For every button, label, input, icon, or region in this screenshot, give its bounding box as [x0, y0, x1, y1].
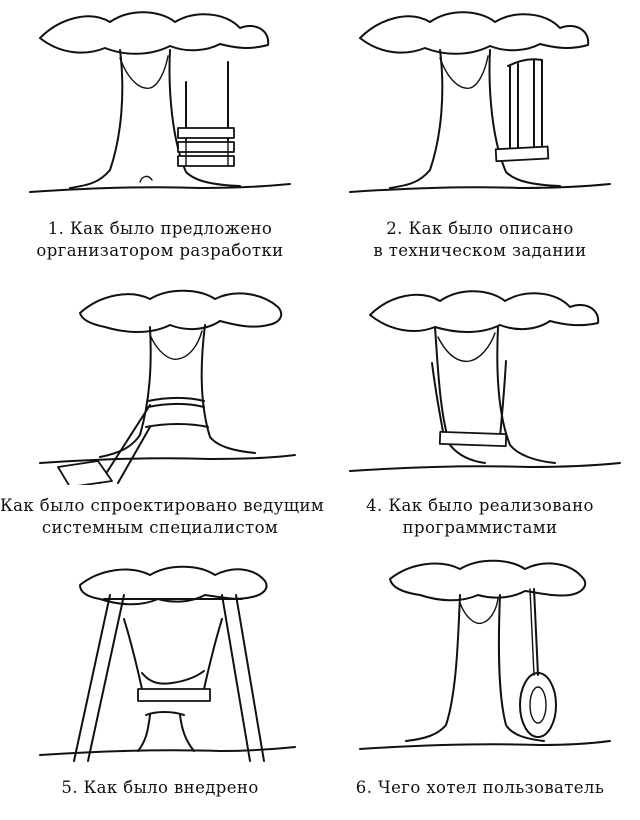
caption-1-line-1: 1. Как было предложено — [47, 219, 273, 238]
caption-3-line-2: системным специалистом — [41, 518, 279, 537]
caption-5-line-1: 5. Как было внедрено — [61, 778, 259, 797]
caption-1: 1. Как было предложено организатором раз… — [0, 218, 320, 262]
caption-6-line-1: 6. Чего хотел пользователь — [355, 778, 605, 797]
panel-5: 5. Как было внедрено — [0, 555, 320, 820]
panel-3: Как было спроектировано ведущим системны… — [0, 275, 325, 545]
panel-6: 6. Чего хотел пользователь — [320, 555, 640, 820]
tree-icon — [39, 565, 296, 762]
caption-2-line-1: 2. Как было описано — [386, 219, 574, 238]
panel-2: 2. Как было описано в техническом задани… — [320, 0, 640, 270]
caption-2-line-2: в техническом задании — [373, 241, 587, 260]
caption-2: 2. Как было описано в техническом задани… — [320, 218, 640, 262]
caption-4-line-1: 4. Как было реализовано — [366, 496, 594, 515]
caption-5: 5. Как было внедрено — [0, 777, 320, 799]
tree-icon — [39, 289, 296, 485]
caption-6: 6. Чего хотел пользователь — [320, 777, 640, 799]
tree-icon — [29, 11, 291, 193]
caption-3: Как было спроектировано ведущим системны… — [0, 495, 325, 539]
caption-3-line-1: Как было спроектировано ведущим — [0, 496, 325, 515]
caption-4-line-2: программистами — [402, 518, 558, 537]
caption-1-line-2: организатором разработки — [36, 241, 284, 260]
caption-4: 4. Как было реализовано программистами — [320, 495, 640, 539]
panel-4: 4. Как было реализовано программистами — [320, 275, 640, 545]
tire-swing-icon — [519, 672, 557, 738]
tree-icon — [359, 559, 611, 750]
tree-icon — [349, 11, 611, 193]
panel-1: 1. Как было предложено организатором раз… — [0, 0, 320, 270]
tree-icon — [349, 290, 621, 472]
